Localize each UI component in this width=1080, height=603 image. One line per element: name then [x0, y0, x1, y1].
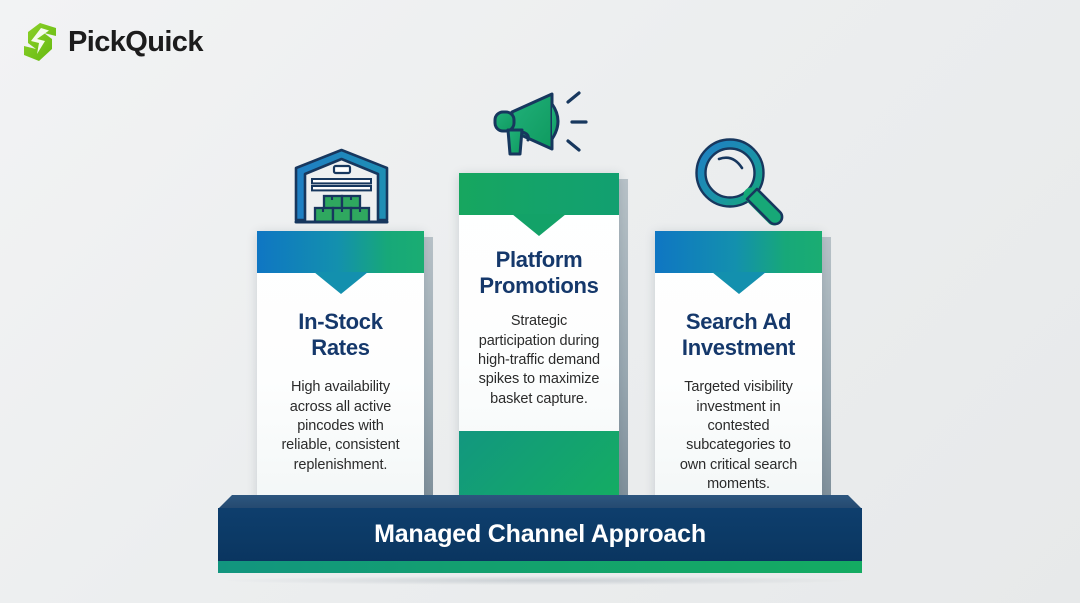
pillar-inner: In-Stock Rates High availability across …: [257, 231, 424, 503]
base-drop-shadow: [228, 576, 854, 585]
pillar-footer-block: [459, 431, 619, 503]
pillar-header-bar: [459, 173, 619, 236]
pillar-description: High availability across all active pinc…: [281, 379, 400, 473]
warehouse-icon: [294, 148, 389, 224]
base-front-panel: Managed Channel Approach: [218, 508, 862, 561]
brand-name: PickQuick: [68, 25, 203, 58]
pillar-inner: Search Ad Investment Targeted visibility…: [655, 231, 822, 503]
magnifying-glass-icon: [695, 138, 784, 226]
pillar-side-face: [424, 237, 433, 507]
brand-logo: PickQuick: [22, 22, 203, 62]
pillar-title: Platform Promotions: [479, 247, 599, 298]
pillar-notch-icon: [711, 272, 766, 294]
pillar-side-face: [619, 179, 628, 507]
pillar-body: Platform Promotions Strategic participat…: [459, 215, 619, 409]
base-top-bevel: [218, 495, 862, 509]
pillar-card-platform-promotions[interactable]: Platform Promotions Strategic participat…: [459, 173, 628, 507]
pillar-inner: Platform Promotions Strategic participat…: [459, 173, 619, 503]
pillar-title: In-Stock Rates: [298, 309, 383, 360]
base-accent-strip: [218, 561, 862, 573]
pillar-header-bar: [655, 231, 822, 294]
pillar-description: Targeted visibility investment in contes…: [679, 379, 798, 492]
pillar-card-search-ad-investment[interactable]: Search Ad Investment Targeted visibility…: [655, 231, 831, 507]
pillar-body: In-Stock Rates High availability across …: [257, 273, 424, 475]
pillar-body: Search Ad Investment Targeted visibility…: [655, 273, 822, 494]
pillar-side-face: [822, 237, 831, 507]
pillar-title: Search Ad Investment: [681, 309, 796, 360]
pillar-card-in-stock-rates[interactable]: In-Stock Rates High availability across …: [257, 231, 433, 507]
pillar-header-bar: [257, 231, 424, 294]
megaphone-icon: [493, 91, 588, 156]
pillar-description: Strategic participation during high-traf…: [478, 313, 600, 407]
lightning-bolt-logo-icon: [24, 23, 56, 61]
base-title: Managed Channel Approach: [374, 520, 706, 548]
pillar-notch-icon: [313, 272, 368, 294]
base-podium: Managed Channel Approach: [218, 495, 862, 577]
pillar-notch-icon: [512, 214, 566, 236]
